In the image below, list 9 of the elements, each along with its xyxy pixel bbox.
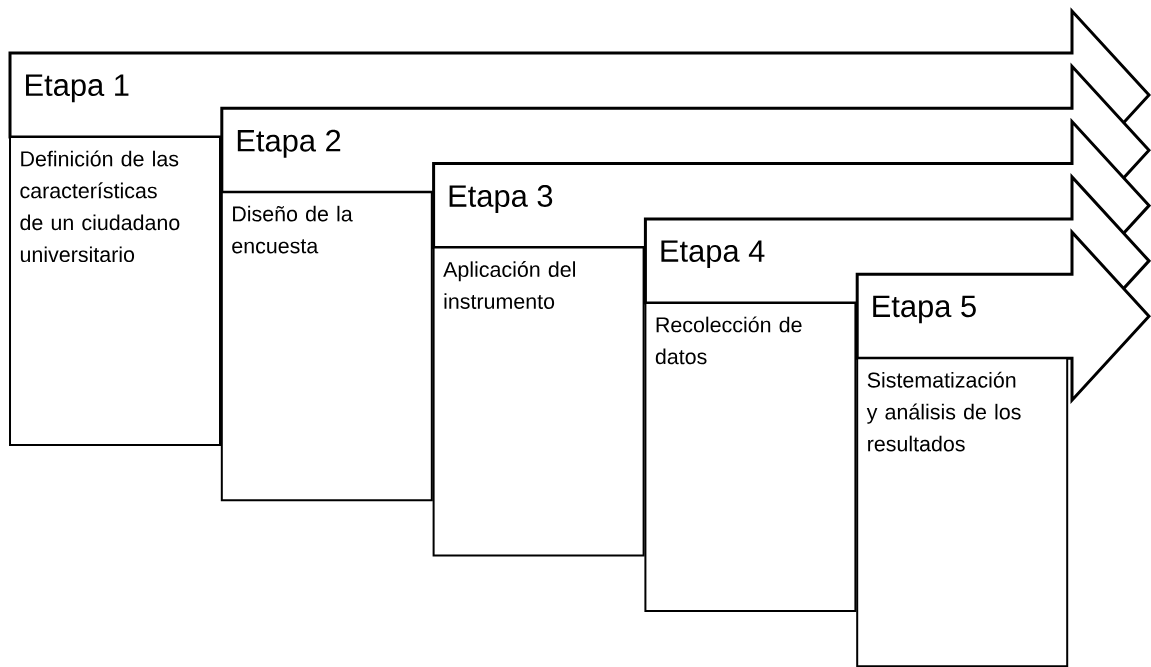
node-label: Etapa 3 <box>449 185 553 214</box>
description-box: Definición de las características de un ciudadano universitario <box>9 136 221 446</box>
description-box: Recolección de datos <box>644 301 857 612</box>
description-box: Sistematización y análisis de los resultados <box>856 357 1069 667</box>
node-label: Etapa 2 <box>237 129 341 158</box>
node-label: Etapa 5 <box>873 295 976 324</box>
node-label: Etapa 4 <box>661 240 765 269</box>
description-box: Diseño de la encuesta <box>220 191 433 502</box>
description-box: Aplicación del instrumento <box>432 246 645 557</box>
